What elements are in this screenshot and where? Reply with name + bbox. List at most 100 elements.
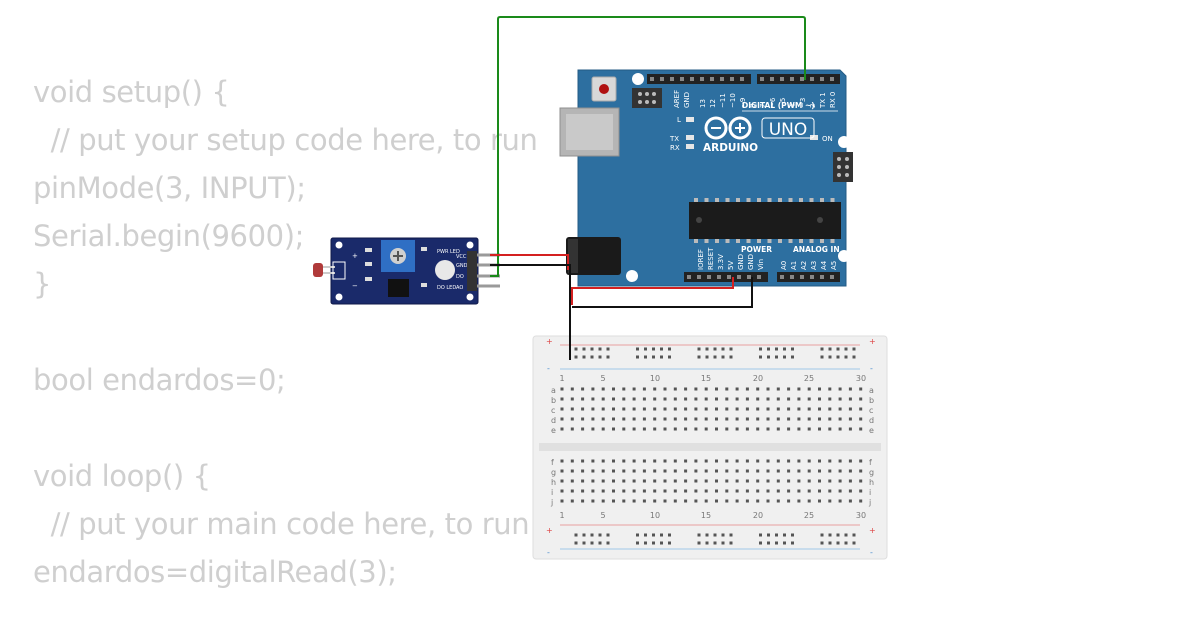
breadboard-hole[interactable] [673,397,677,401]
rail-hole[interactable] [697,533,701,537]
breadboard-hole[interactable] [766,499,770,503]
breadboard-hole[interactable] [797,469,801,473]
breadboard-hole[interactable] [653,499,657,503]
breadboard[interactable]: + + - - + + - - 1 5 10 15 20 25 30 1 5 1… [532,335,888,560]
breadboard-hole[interactable] [735,479,739,483]
breadboard-hole[interactable] [694,459,698,463]
breadboard-hole[interactable] [673,489,677,493]
rail-hole[interactable] [775,347,778,351]
breadboard-hole[interactable] [684,459,688,463]
rail-hole[interactable] [582,347,586,351]
rail-hole[interactable] [644,355,647,359]
breadboard-hole[interactable] [776,499,780,503]
breadboard-hole[interactable] [715,459,718,463]
breadboard-hole[interactable] [828,427,832,431]
breadboard-hole[interactable] [642,499,646,503]
breadboard-hole[interactable] [560,479,564,483]
rail-hole[interactable] [721,355,725,359]
breadboard-hole[interactable] [694,499,698,503]
rail-hole[interactable] [598,355,602,359]
rail-hole[interactable] [721,347,725,351]
breadboard-hole[interactable] [694,397,698,401]
breadboard-hole[interactable] [684,387,688,391]
wire-green-do-to-d3[interactable] [490,16,806,277]
rail-hole[interactable] [590,533,594,537]
breadboard-hole[interactable] [632,489,636,493]
rail-hole[interactable] [729,347,733,351]
breadboard-hole[interactable] [807,407,811,411]
breadboard-hole[interactable] [653,407,657,411]
breadboard-hole[interactable] [766,417,770,421]
breadboard-hole[interactable] [776,459,780,463]
breadboard-hole[interactable] [745,397,749,401]
breadboard-hole[interactable] [828,417,832,421]
breadboard-holes[interactable] [560,347,863,545]
breadboard-hole[interactable] [838,479,842,483]
breadboard-hole[interactable] [684,469,688,473]
rail-hole[interactable] [836,533,840,537]
rail-hole[interactable] [767,347,770,351]
rail-hole[interactable] [697,355,701,359]
breadboard-hole[interactable] [591,407,595,411]
breadboard-hole[interactable] [745,469,749,473]
breadboard-hole[interactable] [797,459,801,463]
breadboard-hole[interactable] [715,397,718,401]
rail-hole[interactable] [636,541,639,545]
breadboard-hole[interactable] [745,459,749,463]
breadboard-hole[interactable] [622,499,626,503]
breadboard-hole[interactable] [642,459,646,463]
wires[interactable] [490,16,806,360]
breadboard-hole[interactable] [828,459,832,463]
breadboard-hole[interactable] [859,397,863,401]
breadboard-hole[interactable] [715,387,718,391]
breadboard-hole[interactable] [612,469,615,473]
light-sensor-module[interactable]: + − PWR LED DO LED VCC GND DO AO [313,237,500,305]
breadboard-hole[interactable] [560,469,564,473]
breadboard-hole[interactable] [787,499,791,503]
breadboard-hole[interactable] [725,499,729,503]
rail-hole[interactable] [775,355,778,359]
breadboard-hole[interactable] [591,469,595,473]
breadboard-hole[interactable] [570,427,574,431]
breadboard-hole[interactable] [797,479,801,483]
breadboard-hole[interactable] [859,387,863,391]
breadboard-hole[interactable] [591,499,595,503]
breadboard-hole[interactable] [756,469,760,473]
rail-hole[interactable] [828,355,832,359]
breadboard-hole[interactable] [725,417,729,421]
breadboard-hole[interactable] [653,479,657,483]
breadboard-hole[interactable] [838,407,842,411]
breadboard-hole[interactable] [735,489,739,493]
rail-hole[interactable] [759,347,762,351]
breadboard-hole[interactable] [776,479,780,483]
breadboard-hole[interactable] [848,387,852,391]
breadboard-hole[interactable] [601,427,605,431]
breadboard-hole[interactable] [591,417,595,421]
breadboard-hole[interactable] [684,417,688,421]
breadboard-hole[interactable] [725,427,729,431]
rail-hole[interactable] [590,355,594,359]
breadboard-hole[interactable] [756,417,760,421]
breadboard-hole[interactable] [838,489,842,493]
breadboard-hole[interactable] [581,489,585,493]
rail-hole[interactable] [713,533,717,537]
rail-hole[interactable] [660,355,663,359]
breadboard-hole[interactable] [684,407,688,411]
breadboard-hole[interactable] [694,427,698,431]
breadboard-hole[interactable] [797,489,801,493]
breadboard-hole[interactable] [632,417,636,421]
breadboard-hole[interactable] [807,387,811,391]
breadboard-hole[interactable] [642,397,646,401]
breadboard-hole[interactable] [581,387,585,391]
rail-hole[interactable] [652,533,655,537]
breadboard-hole[interactable] [622,469,626,473]
rail-hole[interactable] [844,347,848,351]
breadboard-hole[interactable] [622,489,626,493]
breadboard-hole[interactable] [715,469,718,473]
rail-hole[interactable] [791,347,794,351]
breadboard-hole[interactable] [622,417,626,421]
breadboard-hole[interactable] [684,499,688,503]
breadboard-hole[interactable] [581,397,585,401]
breadboard-hole[interactable] [838,427,842,431]
breadboard-hole[interactable] [838,499,842,503]
